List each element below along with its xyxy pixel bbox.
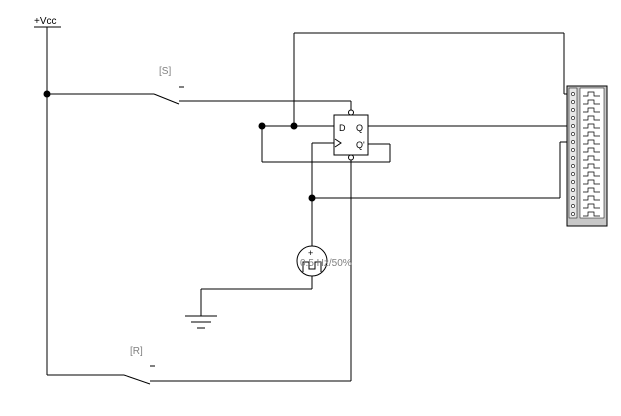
analyzer-trace-icon	[583, 139, 600, 145]
d-pin-label: D	[339, 123, 346, 133]
analyzer-input-pin[interactable]	[571, 164, 575, 168]
analyzer-trace-icon	[583, 115, 600, 121]
switch-blade	[153, 93, 180, 105]
clock-source-label: 0.5 Hz/50%	[300, 258, 352, 269]
analyzer-trace-icon	[583, 123, 600, 129]
analyzer-trace-icon	[583, 179, 600, 185]
q-pin-label: Q	[356, 123, 363, 133]
analyzer-input-pin[interactable]	[571, 180, 575, 184]
analyzer-pin-group	[571, 92, 575, 216]
q-bar-pin-label: Q'	[356, 140, 365, 150]
flip-flop-body	[333, 114, 369, 156]
analyzer-trace-icon	[583, 187, 600, 193]
analyzer-input-pin[interactable]	[571, 116, 575, 120]
analyzer-trace-group	[583, 91, 600, 217]
clear-pin-bubble	[348, 154, 354, 161]
logic-analyzer[interactable]	[566, 85, 608, 227]
analyzer-input-pin[interactable]	[571, 92, 575, 96]
analyzer-trace-icon	[583, 155, 600, 161]
analyzer-input-pin[interactable]	[571, 108, 575, 112]
analyzer-input-pin[interactable]	[571, 148, 575, 152]
analyzer-trace-icon	[583, 107, 600, 113]
analyzer-input-pin[interactable]	[571, 188, 575, 192]
analyzer-trace-icon	[583, 99, 600, 105]
analyzer-input-pin[interactable]	[571, 172, 575, 176]
switch-blade	[123, 374, 151, 385]
analyzer-trace-icon	[583, 131, 600, 137]
analyzer-input-pin[interactable]	[571, 100, 575, 104]
analyzer-trace-icon	[583, 163, 600, 169]
analyzer-trace-icon	[583, 203, 600, 209]
preset-pin-bubble	[348, 109, 354, 116]
ground-icon[interactable]	[185, 315, 217, 329]
analyzer-trace-icon	[583, 147, 600, 153]
vcc-source[interactable]: +Vcc	[34, 16, 61, 375]
analyzer-input-pin[interactable]	[571, 140, 575, 144]
logic-analyzer-pin-strip	[568, 87, 578, 219]
analyzer-input-pin[interactable]	[571, 204, 575, 208]
clock-input-icon	[334, 138, 342, 148]
analyzer-input-pin[interactable]	[571, 212, 575, 216]
logic-analyzer-screen	[579, 87, 605, 219]
analyzer-input-pin[interactable]	[571, 156, 575, 160]
d-flip-flop[interactable]: D Q Q'	[333, 109, 369, 161]
analyzer-trace-icon	[583, 91, 600, 97]
clock-polarity-label: +	[308, 248, 313, 258]
clock-source[interactable]: + 0.5 Hz/50%	[296, 245, 352, 277]
set-switch[interactable]: [S]	[47, 66, 352, 110]
square-wave-icon	[302, 261, 322, 272]
set-switch-label: [S]	[159, 66, 171, 77]
vcc-label: +Vcc	[34, 16, 57, 27]
reset-switch-label: [R]	[130, 346, 143, 357]
analyzer-trace-icon	[583, 171, 600, 177]
reset-switch[interactable]: [R]	[47, 158, 352, 385]
analyzer-trace-icon	[583, 195, 600, 201]
analyzer-input-pin[interactable]	[571, 124, 575, 128]
analyzer-input-pin[interactable]	[571, 196, 575, 200]
analyzer-trace-icon	[583, 211, 600, 217]
analyzer-input-pin[interactable]	[571, 132, 575, 136]
